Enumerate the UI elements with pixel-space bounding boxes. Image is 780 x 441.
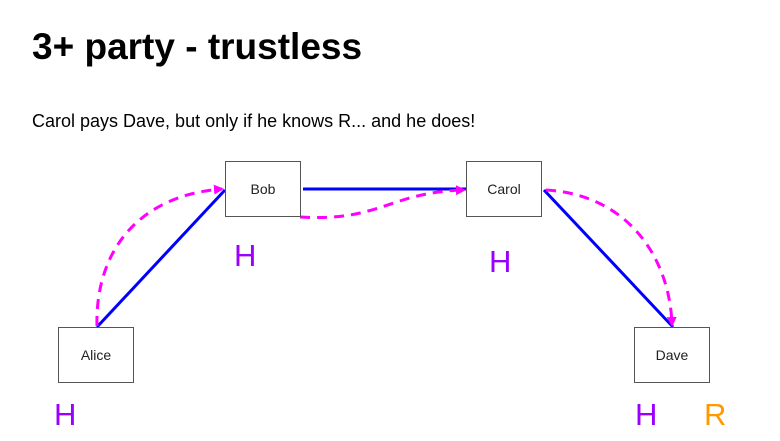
dave-hash-label: H xyxy=(635,397,658,432)
slide-title: 3+ party - trustless xyxy=(32,26,363,67)
dave-preimage-label: R xyxy=(704,397,727,432)
alice-hash-label: H xyxy=(54,397,77,432)
payment-bob-carol xyxy=(299,185,466,220)
payment-alice-bob xyxy=(95,184,224,327)
node-dave: Dave xyxy=(634,327,710,383)
node-bob: Bob xyxy=(225,161,301,217)
channel-carol-dave xyxy=(542,188,675,329)
node-alice: Alice xyxy=(58,327,134,383)
slide-subtitle: Carol pays Dave, but only if he knows R.… xyxy=(32,111,476,131)
payment-carol-dave xyxy=(545,188,677,327)
bob-hash-label: H xyxy=(234,238,257,273)
channel-alice-bob xyxy=(95,188,227,329)
carol-hash-label: H xyxy=(489,244,512,279)
node-carol: Carol xyxy=(466,161,542,217)
